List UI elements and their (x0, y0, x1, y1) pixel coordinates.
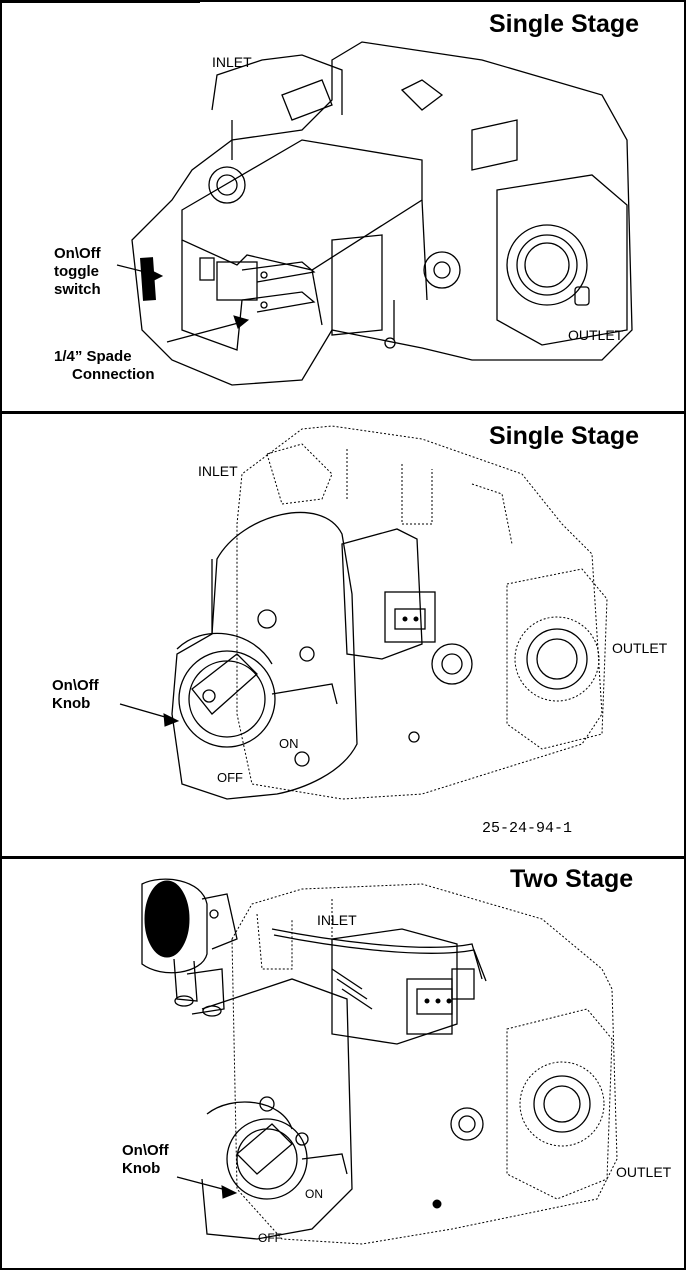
toggle-switch-callout: On\Off toggle switch (54, 245, 101, 299)
gas-valve-knob-drawing (119, 425, 608, 800)
inlet-label: INLET (212, 54, 252, 70)
top-border (0, 0, 686, 3)
panel-divider-1 (0, 411, 686, 414)
gas-valve-toggle-drawing (116, 41, 633, 386)
callout-line: switch (54, 281, 101, 298)
callout-line: toggle (54, 263, 99, 280)
knob-callout: On\Off Knob (52, 677, 99, 713)
knob-on-marking: ON (279, 736, 299, 751)
outlet-label: OUTLET (612, 640, 668, 656)
callout-line: On\Off (52, 677, 99, 694)
knob-callout: On\Off Knob (122, 1142, 169, 1178)
outlet-label: OUTLET (568, 327, 624, 343)
spade-connection-callout: 1/4” Spade Connection (54, 348, 155, 384)
callout-line: Connection (72, 366, 155, 383)
part-number: 25-24-94-1 (482, 820, 573, 837)
callout-line: On\Off (54, 245, 101, 262)
panel-title: Two Stage (510, 865, 634, 893)
knob-off-marking: OFF (258, 1231, 282, 1245)
panel-divider-2 (0, 856, 686, 859)
callout-line: On\Off (122, 1142, 169, 1159)
inlet-label: INLET (317, 912, 357, 928)
callout-line: 1/4” Spade (54, 348, 132, 365)
panel-single-stage-toggle: Single Stage INLET OUTLET On\Off toggle … (2, 0, 684, 412)
outlet-label: OUTLET (616, 1164, 672, 1180)
callout-line: Knob (52, 695, 91, 712)
inlet-label: INLET (198, 463, 238, 479)
callout-line: Knob (122, 1160, 161, 1177)
knob-off-marking: OFF (217, 770, 243, 785)
panel-title: Single Stage (489, 422, 640, 450)
panel-title: Single Stage (489, 10, 640, 38)
panel-single-stage-knob: Single Stage INLET OUTLET ON OFF On\Off … (2, 414, 684, 857)
knob-on-marking: ON (305, 1187, 323, 1201)
panel-two-stage-knob: Two Stage INLET OUTLET ON OFF On\Off Kno… (2, 859, 684, 1270)
gas-valve-two-stage-drawing (141, 878, 618, 1245)
